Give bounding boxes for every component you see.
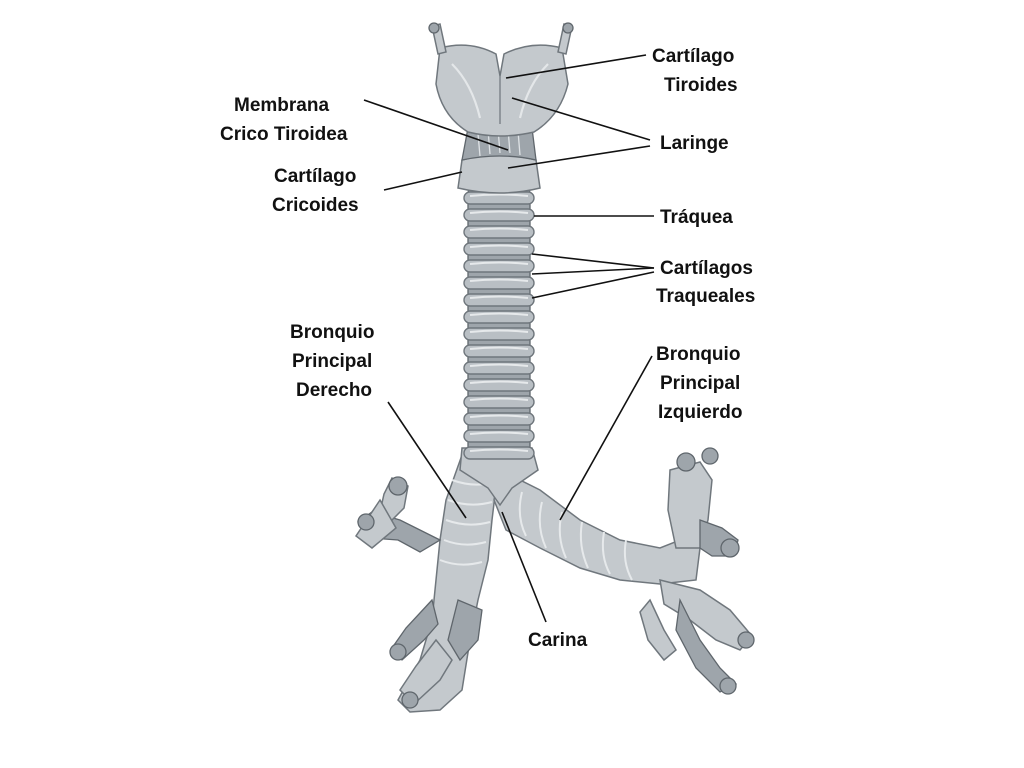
tracheal-ring-highlight [469,431,529,435]
tracheal-rings [463,191,535,460]
leader-cartilago-cricoides [383,171,463,191]
thyroid-cartilage-illustration [435,44,569,137]
right-bronchus-illustration [354,454,499,713]
tracheal-ring-highlight [469,329,529,333]
tracheal-ring-highlight [469,261,529,265]
labels: Cartílago Tiroides Membrana Crico Tiroid… [220,46,758,651]
tracheal-ring-highlight [469,380,529,384]
larynx-illustration [428,22,574,194]
tracheal-ring-highlight [469,244,529,248]
leader-cartilagos-traqueales-1 [531,253,655,269]
tracheal-ring-highlight [469,448,529,452]
cricoid-cartilage-illustration [457,154,541,194]
leader-laringe-lower [507,145,651,169]
label-bronquio-principal-derecho: Bronquio Principal Derecho [290,322,380,401]
leader-cartilagos-traqueales-2 [531,267,655,275]
leader-lines [363,54,655,623]
tracheal-ring-highlight [469,363,529,367]
left-bronchus-illustration [493,447,755,695]
label-traquea: Tráquea [660,207,733,228]
leader-bronquio-derecho [387,401,467,519]
leader-membrana [363,99,509,151]
left-bronchus-rings [518,491,633,581]
leader-cartilago-tiroides [505,54,647,79]
leader-carina [501,511,547,623]
label-membrana-crico-tiroidea: Membrana Crico Tiroidea [220,95,348,145]
tracheal-ring-highlight [469,346,529,350]
tracheal-ring-highlight [469,227,529,231]
tracheal-ring-highlight [469,414,529,418]
leader-bronquio-izquierdo [559,355,653,521]
label-laringe: Laringe [660,133,729,154]
trachea-illustration [463,183,535,460]
leader-laringe-upper [511,97,651,141]
anatomy-illustration [354,22,755,713]
label-cartilago-tiroides: Cartílago Tiroides [652,46,740,96]
label-bronquio-principal-izquierdo: Bronquio Principal Izquierdo [656,344,746,423]
tracheal-ring-highlight [469,312,529,316]
leader-cartilagos-traqueales-3 [531,271,655,299]
label-cartilagos-traqueales: Cartílagos Traqueales [656,258,758,307]
label-carina: Carina [528,630,588,651]
tracheal-ring-highlight [469,193,529,197]
tracheal-ring-highlight [469,278,529,282]
tracheal-ring-highlight [469,295,529,299]
label-cartilago-cricoides: Cartílago Cricoides [272,166,362,216]
tracheal-ring-highlight [469,397,529,401]
tracheal-ring-highlight [469,210,529,214]
